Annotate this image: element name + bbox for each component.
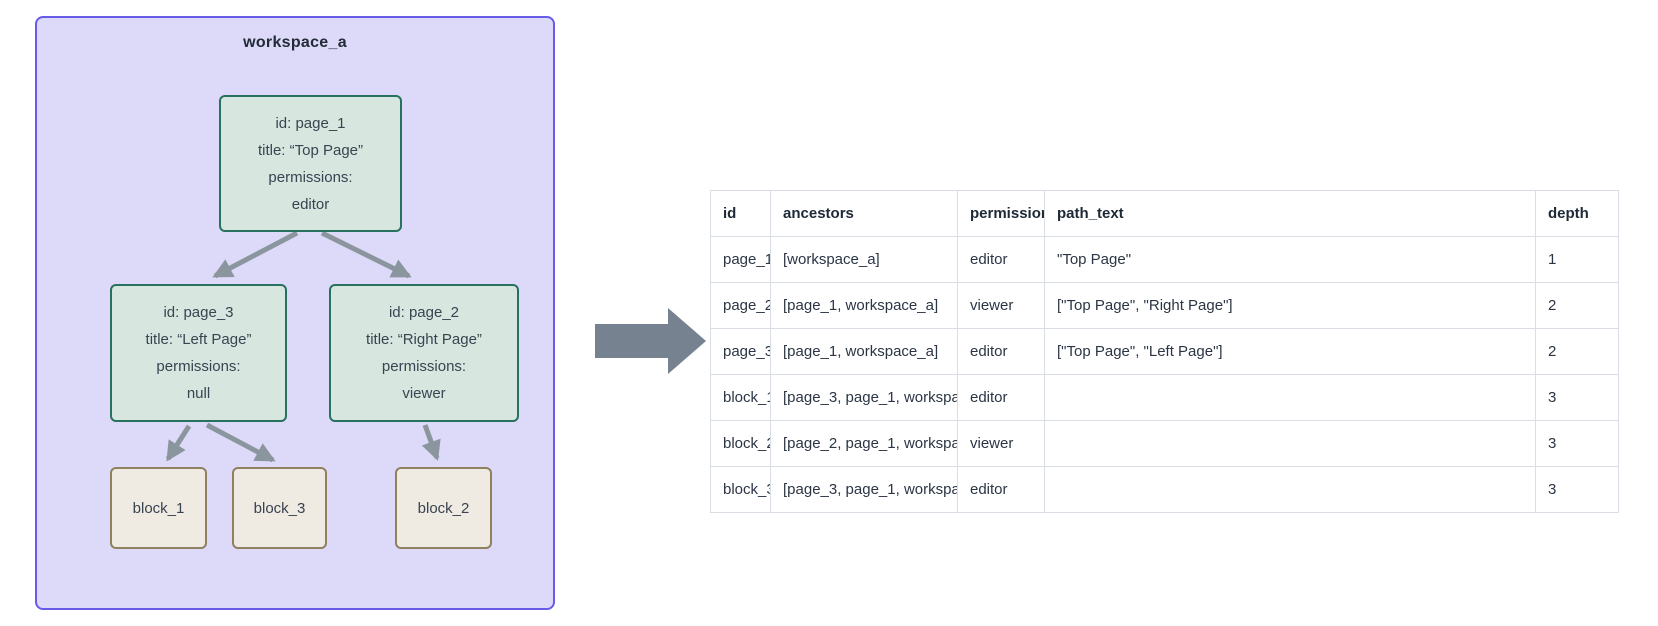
cell-ancestors: [workspace_a] [770,236,958,283]
node-line: viewer [402,385,446,402]
table-header-row: id ancestors permissions path_text depth [710,190,1619,237]
cell-permissions: viewer [957,420,1045,467]
cell-id: block_2 [710,420,771,467]
block-label: block_2 [417,499,470,517]
node-line: null [186,385,211,402]
cell-path-text [1044,466,1536,513]
cell-path-text: ["Top Page", "Left Page"] [1044,328,1536,375]
cell-id: block_1 [710,374,771,421]
cell-depth: 3 [1535,466,1619,513]
edge-page3-block3 [205,422,276,463]
node-line: title: “Left Page” [145,331,252,348]
cell-path-text: ["Top Page", "Right Page"] [1044,282,1536,329]
cell-ancestors: [page_2, page_1, workspace_a] [770,420,958,467]
node-block-1: block_1 [110,467,207,549]
cell-path-text [1044,374,1536,421]
node-line: editor [291,195,330,213]
cell-ancestors: [page_1, workspace_a] [770,282,958,329]
transform-arrow-icon [595,308,706,374]
table-row: block_2 [page_2, page_1, workspace_a] vi… [710,420,1619,467]
cell-depth: 2 [1535,282,1619,329]
cell-depth: 3 [1535,420,1619,467]
cell-depth: 3 [1535,374,1619,421]
edge-page1-page3 [212,230,299,279]
cell-depth: 2 [1535,328,1619,375]
workspace-label: workspace_a [243,34,347,51]
node-block-2: block_2 [395,467,492,549]
node-line: title: “Right Page” [366,331,482,348]
column-header-permissions: permissions [957,190,1045,237]
cell-ancestors: [page_1, workspace_a] [770,328,958,375]
cell-path-text: "Top Page" [1044,236,1536,283]
block-label: block_1 [132,499,185,517]
workspace-container: workspace_a id: page_1 title: “Top Page”… [35,16,555,610]
cell-id: page_1 [710,236,771,283]
cell-path-text [1044,420,1536,467]
cell-permissions: viewer [957,282,1045,329]
column-header-path-text: path_text [1044,190,1536,237]
node-page-3: id: page_3 title: “Left Page” permission… [110,284,287,422]
cell-permissions: editor [957,466,1045,513]
node-block-3: block_3 [232,467,327,549]
cell-permissions: editor [957,328,1045,375]
block-label: block_3 [253,499,306,517]
tree-edges [165,230,441,463]
column-header-ancestors: ancestors [770,190,958,237]
column-header-depth: depth [1535,190,1619,237]
table-row: page_2 [page_1, workspace_a] viewer ["To… [710,282,1619,329]
node-page-1: id: page_1 title: “Top Page” permissions… [219,95,402,232]
cell-depth: 1 [1535,236,1619,283]
edge-page1-page2 [320,230,412,279]
cell-ancestors: [page_3, page_1, workspace_a] [770,374,958,421]
cell-id: page_2 [710,282,771,329]
cell-ancestors: [page_3, page_1, workspace_a] [770,466,958,513]
node-line: title: “Top Page” [257,141,364,159]
node-page-2: id: page_2 title: “Right Page” permissio… [329,284,519,422]
table-row: block_3 [page_3, page_1, workspace_a] ed… [710,466,1619,513]
node-line: permissions: [381,358,467,375]
node-line: permissions: [156,358,241,375]
node-line: id: page_3 [163,304,234,321]
edge-page2-block2 [421,424,441,461]
cell-id: block_3 [710,466,771,513]
node-line: permissions: [268,168,353,186]
table-row: page_1 [workspace_a] editor "Top Page" 1 [710,236,1619,283]
cell-permissions: editor [957,236,1045,283]
cell-id: page_3 [710,328,771,375]
table-row: page_3 [page_1, workspace_a] editor ["To… [710,328,1619,375]
result-table: id ancestors permissions path_text depth… [710,190,1619,513]
table-row: block_1 [page_3, page_1, workspace_a] ed… [710,374,1619,421]
cell-permissions: editor [957,374,1045,421]
column-header-id: id [710,190,771,237]
edge-page3-block1 [165,424,192,462]
node-line: id: page_2 [388,304,460,321]
node-line: id: page_1 [275,114,346,132]
